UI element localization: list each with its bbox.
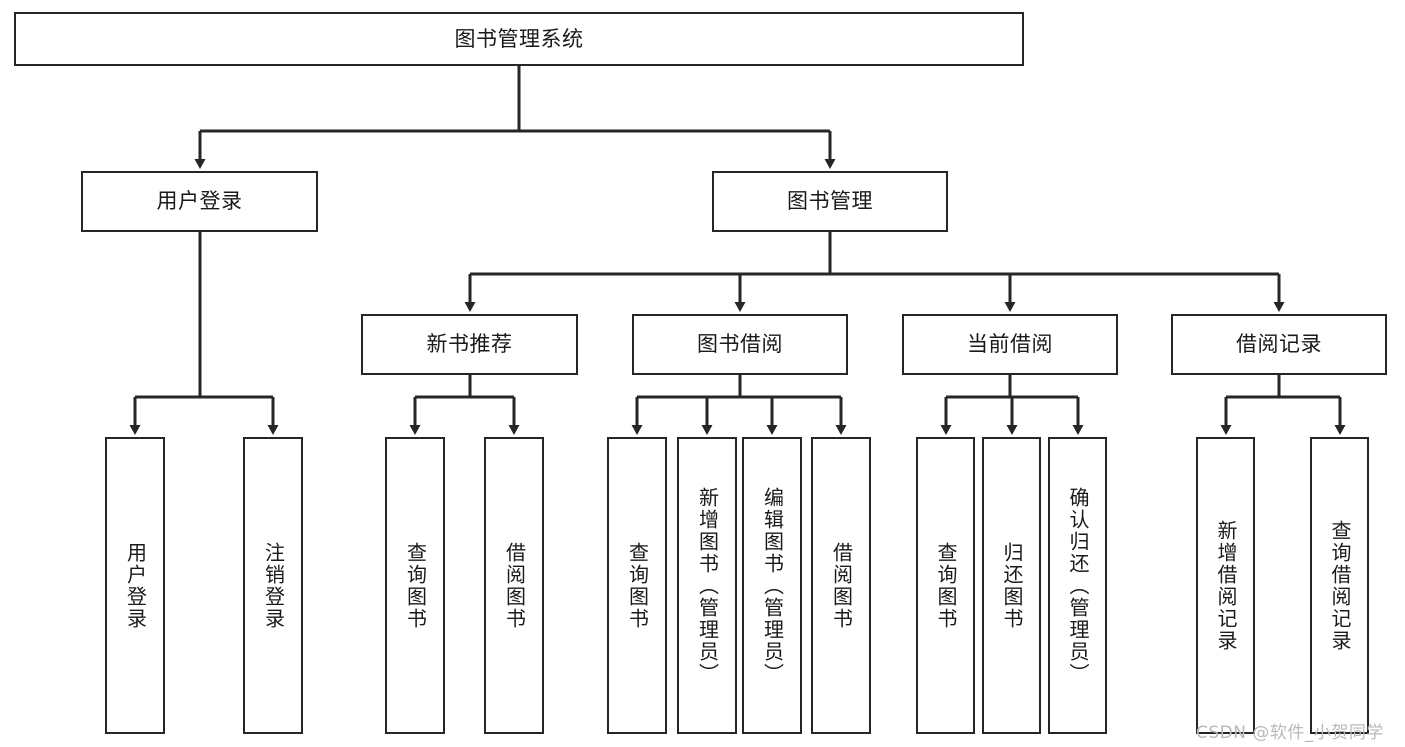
node-label: 借阅图书 bbox=[502, 541, 527, 630]
node-leaf-confirm-return[interactable]: 确认归还（管理员） bbox=[1048, 437, 1107, 734]
node-label: 归还图书 bbox=[1000, 541, 1024, 630]
node-label: 图书管理 bbox=[787, 189, 873, 214]
node-label: 用户登录 bbox=[156, 189, 243, 214]
node-label: 新增图书（管理员） bbox=[695, 486, 720, 685]
node-label: 借阅图书 bbox=[829, 541, 854, 630]
node-leaf-add-record[interactable]: 新增借阅记录 bbox=[1196, 437, 1255, 734]
node-label: 查询图书 bbox=[403, 541, 428, 630]
node-label: 查询图书 bbox=[625, 541, 650, 630]
node-label: 借阅记录 bbox=[1236, 332, 1322, 357]
csdn-watermark: CSDN @软件_小贺同学 bbox=[1196, 723, 1384, 743]
node-leaf-query-book-1[interactable]: 查询图书 bbox=[385, 437, 445, 734]
node-label: 确认归还（管理员） bbox=[1066, 486, 1090, 685]
node-book-manage[interactable]: 图书管理 bbox=[712, 171, 948, 232]
node-leaf-edit-book[interactable]: 编辑图书（管理员） bbox=[742, 437, 802, 734]
node-leaf-query-book-3[interactable]: 查询图书 bbox=[916, 437, 975, 734]
node-borrow-record[interactable]: 借阅记录 bbox=[1171, 314, 1387, 375]
node-label: 注销登录 bbox=[261, 541, 286, 630]
node-label: 新增借阅记录 bbox=[1214, 519, 1238, 652]
node-leaf-user-logout[interactable]: 注销登录 bbox=[243, 437, 303, 734]
node-book-borrow[interactable]: 图书借阅 bbox=[632, 314, 848, 375]
node-label: 编辑图书（管理员） bbox=[760, 486, 785, 685]
node-leaf-borrow-book-2[interactable]: 借阅图书 bbox=[811, 437, 871, 734]
node-label: 用户登录 bbox=[123, 541, 148, 630]
node-label: 图书借阅 bbox=[697, 332, 783, 357]
node-leaf-query-book-2[interactable]: 查询图书 bbox=[607, 437, 667, 734]
node-current-borrow[interactable]: 当前借阅 bbox=[902, 314, 1118, 375]
node-leaf-add-book[interactable]: 新增图书（管理员） bbox=[677, 437, 737, 734]
node-label: 查询借阅记录 bbox=[1328, 519, 1352, 652]
node-leaf-user-login[interactable]: 用户登录 bbox=[105, 437, 165, 734]
node-root[interactable]: 图书管理系统 bbox=[14, 12, 1024, 66]
node-label: 新书推荐 bbox=[426, 332, 513, 357]
node-leaf-borrow-book-1[interactable]: 借阅图书 bbox=[484, 437, 544, 734]
node-label: 图书管理系统 bbox=[454, 26, 584, 51]
node-user-login[interactable]: 用户登录 bbox=[81, 171, 318, 232]
node-leaf-return-book[interactable]: 归还图书 bbox=[982, 437, 1041, 734]
node-label: 当前借阅 bbox=[967, 332, 1053, 357]
node-label: 查询图书 bbox=[934, 541, 958, 630]
node-leaf-query-record[interactable]: 查询借阅记录 bbox=[1310, 437, 1369, 734]
node-new-book-rec[interactable]: 新书推荐 bbox=[361, 314, 578, 375]
